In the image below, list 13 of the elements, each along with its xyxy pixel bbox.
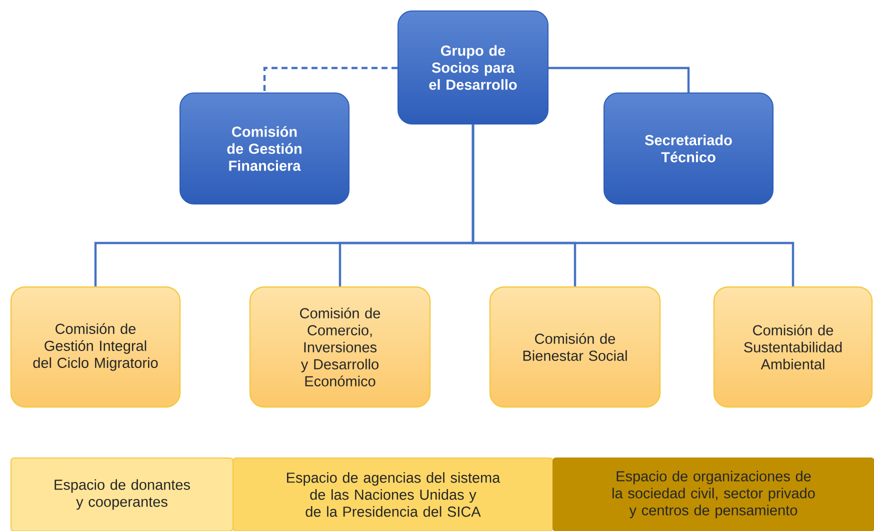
commission-box: Comisión de Sustentabilidad Ambiental (713, 286, 873, 408)
connector-line (472, 124, 794, 286)
connector-line (548, 66, 690, 92)
connector-line (263, 66, 398, 92)
committee-box: Secretariado Técnico (604, 92, 774, 204)
commission-box: Comisión de Bienestar Social (489, 286, 661, 408)
space-band: Espacio de organizaciones de la sociedad civil, sector privado y centros de pensamiento (552, 458, 874, 531)
space-band: Espacio de donantes y cooperantes (10, 458, 234, 531)
committee-box: Comisión de Gestión Financiera (180, 92, 350, 204)
space-band: Espacio de agencias del sistema de las Naciones Unidas y de la Presidencia del SICA (232, 458, 554, 531)
commission-box: Comisión de Comercio, Inversiones y Desarrollo Económico (249, 286, 431, 408)
committee-box: Grupo de Socios para el Desarrollo (398, 10, 548, 124)
commission-box: Comisión de Gestión Integral del Ciclo Migratorio (10, 286, 181, 408)
